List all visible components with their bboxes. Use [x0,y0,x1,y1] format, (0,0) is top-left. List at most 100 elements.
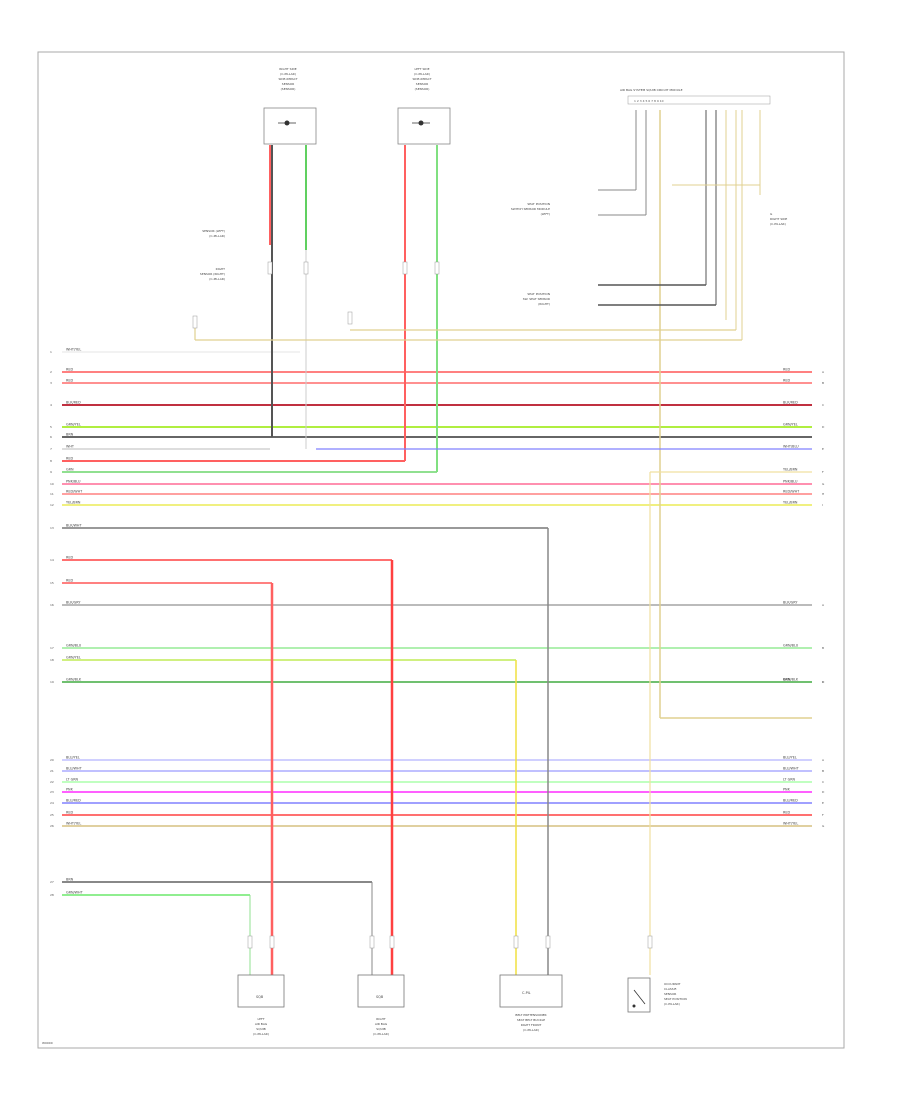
connector-pin [369,935,375,949]
wire-pin-14: 14 [50,558,54,562]
right-wire-pin: G [822,482,825,486]
wire-pin-28: 28 [50,893,54,897]
right-wire-label: WHT/BLU [783,445,799,449]
right-wire-pin: B [822,381,824,385]
wire-label-14: RED [66,556,73,560]
bottom-component-1-label: SQUIB [256,1027,265,1031]
wire-label-18: GRN/YEL [66,656,81,660]
bottom-component-1-label: AIR BAG [255,1022,268,1026]
wire-label-28: GRN/WHT [66,891,84,895]
right-wire-label: LT GRN [783,778,796,782]
bottom-component-2: SQB [357,974,405,1008]
wire-pin-8: 8 [50,459,52,463]
connector-pin [267,261,273,275]
right-wire-label: BLK/RED [783,401,798,405]
right-wire-pin: F [822,813,824,817]
right-wire-label: BLU/WHT [783,767,800,771]
right-wire-label: RED [783,379,790,383]
connector-pin [647,935,653,949]
sensor-left-label: (C-PILLAR) [209,234,225,238]
wire-pin-21: 21 [50,769,54,773]
wire-label-8: RED [66,457,73,461]
right-wire-label: PNK/BLU [783,480,798,484]
right-wire-label: YEL/BRN [783,468,798,472]
bottom-box-3-text: C-PIL [522,991,531,995]
bottom-component-1-label: (C-PILLAR) [253,1032,269,1036]
wire-label-2: RED [66,368,73,372]
wire-label-22: LT GRN [66,778,79,782]
wire-pin-13: 13 [50,526,54,530]
right-door-sensor-label: (C-PILLAR) [280,72,296,76]
wire-label-27: BRN [66,878,74,882]
sensor-right-label: RIGHT [216,267,226,271]
right-wire-label: GRN/YEL [783,423,798,427]
wire-pin-2: 2 [50,370,52,374]
right-wire-pin: A [822,603,825,607]
wire-label-21: BLU/WHT [66,767,83,771]
right-wire-pin: C [822,780,824,784]
wire-label-9: GRN [66,468,74,472]
left-door-sensor-label: (C-PILLAR) [414,72,430,76]
bottom-component-4-label: SEAT POSITION [664,997,687,1001]
wire-label-12: YEL/BRN [66,501,81,505]
right-wire-pin: B [822,646,824,650]
right-wire-pin: E [822,447,824,451]
seat-switch-upper-label: SEAT POSITION [527,202,550,206]
bottom-component-4-label: (C-PILLAR) [664,1002,680,1006]
bottom-component-4-label: CLASSIF. [664,987,677,991]
right-wire-pin: E [822,801,824,805]
wire-pin-22: 22 [50,780,54,784]
wire-label-26: WHT/YEL [66,822,81,826]
wire-pin-15: 15 [50,581,54,585]
connector-pin [303,261,309,275]
right-door-sensor-label: (SENSOR) [281,87,296,91]
right-wire-pin: D [822,790,825,794]
connector-pin [434,261,440,275]
wire-pin-17: 17 [50,646,54,650]
wire-pin-1: 1 [50,350,52,354]
wire-pin-27: 27 [50,880,54,884]
bottom-component-4-label: SENSOR [664,992,676,996]
right-wire-label: RED [783,811,790,815]
bottom-component-3-label: BELT PRETENSIONER [515,1013,546,1017]
seat-switch-lower-label: SEAT POSITION [527,292,550,296]
wire-pin-9: 9 [50,470,52,474]
wire-label-5: GRN/YEL [66,423,81,427]
right-wire-label: WHT/YEL [783,822,798,826]
right-wire-label: BRN [783,678,791,682]
wire-pin-24: 24 [50,801,54,805]
wire-label-13: BLK/WHT [66,524,82,528]
left-door-sensor-label: SENSOR [416,82,428,86]
right-wire-pin: C [822,680,824,684]
right-wire-pin: F [822,470,824,474]
diagram-border [37,51,845,1049]
wire-pin-23: 23 [50,790,54,794]
right-wire-pin: A [822,758,825,762]
wire-label-3: RED [66,379,73,383]
connector-pin [247,935,253,949]
left-door-sensor [397,107,451,145]
wire-label-10: PNK/BLU [66,480,81,484]
seat-switch-lower-label: (RIGHT) [538,302,550,306]
bottom-component-2-label: RIGHT [376,1017,386,1021]
wire-label-20: BLU/YEL [66,756,80,760]
wire-pin-20: 20 [50,758,54,762]
wire-label-1: WHT/YEL [66,348,81,352]
sensor-right-label: (C-PILLAR) [209,277,225,281]
connector-pin [389,935,395,949]
right-wire-label: GRN/BLK [783,678,799,682]
wire-label-19: GRN/BLK [66,678,82,682]
connector-pin [347,311,353,325]
seat-switch-upper-label: (LEFT) [541,212,550,216]
bottom-component-2-label: SQUIB [376,1027,385,1031]
right-wire-label: RED/WHT [783,490,800,494]
wire-pin-4: 4 [50,403,52,407]
right-door-sensor-label: RIGHT SIDE [279,67,296,71]
wire-pin-16: 16 [50,603,54,607]
right-wire-label: BLU/YEL [783,756,797,760]
sensor-left-label: SENSOR (LEFT) [202,229,225,233]
label-layer: 1WHT/YEL2RED3RED4BLK/RED5GRN/YEL6BRN7WHT… [50,67,825,1036]
wire-pin-7: 7 [50,447,52,451]
bottom-component-4-label: OCCUPANT [664,982,681,986]
